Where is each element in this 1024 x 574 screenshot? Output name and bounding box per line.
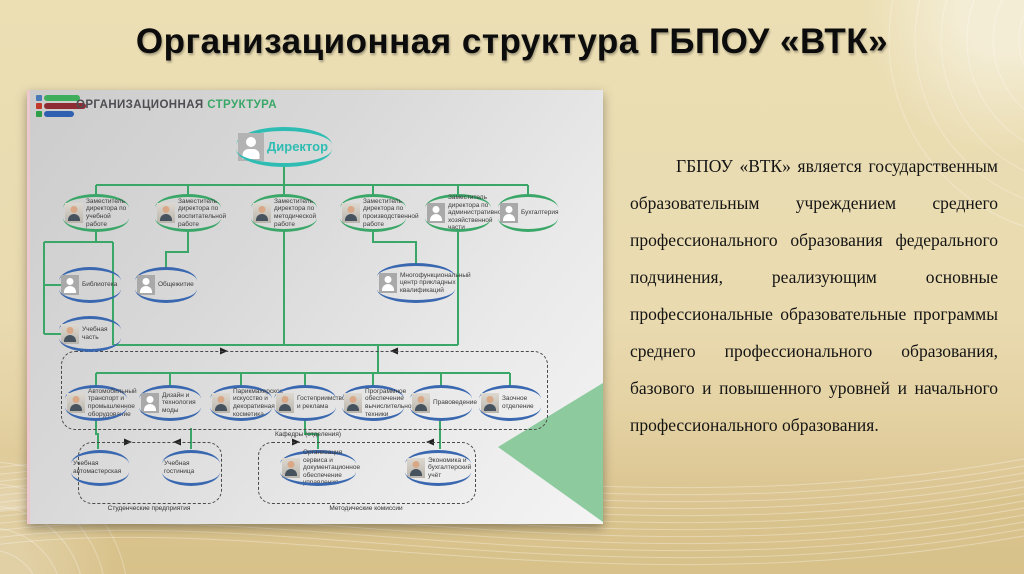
org-node-kaf-avto: Автомобильный транспорт и промышленное о…	[65, 385, 137, 421]
arc-bottom	[377, 289, 455, 303]
arc-bottom	[274, 407, 336, 421]
org-chart-title-word2: СТРУКТУРА	[207, 99, 277, 111]
org-chart-title-word1: ОРГАНИЗАЦИОННАЯ	[76, 99, 208, 111]
org-node-kaf-po: Программное обеспечение вычислительной т…	[342, 385, 415, 421]
page-title: Организационная структура ГБПОУ «ВТК»	[135, 22, 889, 61]
org-node-kaf-pravo: Правоведение	[410, 385, 477, 421]
arc-bottom	[342, 407, 404, 421]
org-node-dep-metod: Заместитель директора по методической ра…	[251, 194, 317, 232]
org-node-mfc: Многофункциональный центр прикладных ква…	[377, 263, 471, 303]
org-chart-legend	[36, 95, 86, 119]
group-label: Методические комиссии	[329, 505, 403, 512]
org-node-dep-uchebnaya: Заместитель директора по учебной работе	[63, 194, 129, 232]
org-node-sp-gostinica: Учебная гостиница	[162, 450, 220, 486]
group-label: Кафедры (отделения)	[274, 431, 342, 438]
arc-bottom	[59, 289, 121, 303]
arc-bottom	[155, 218, 221, 232]
arc-top	[377, 263, 455, 277]
arc-top	[498, 194, 558, 208]
org-chart-title: ОРГАНИЗАЦИОННАЯ СТРУКТУРА	[76, 99, 277, 111]
person-icon	[379, 273, 397, 293]
arc-top	[342, 385, 404, 399]
org-node-mk-servis: Организация сервиса и документационное о…	[280, 449, 360, 486]
arc-bottom	[162, 472, 220, 486]
group-label: Студенческие предприятия	[107, 505, 191, 512]
arc-bottom	[59, 338, 121, 352]
group-box	[61, 351, 548, 430]
org-node-buhgalteria: Бухгалтерия	[498, 194, 559, 232]
org-node-dep-admin: Заместитель директора по административно…	[425, 194, 503, 232]
org-node-dep-vospit: Заместитель директора по воспитательной …	[155, 194, 226, 232]
arc-top	[65, 385, 127, 399]
arc-top	[280, 450, 356, 464]
arc-top	[405, 450, 471, 464]
arc-top	[63, 194, 129, 208]
arc-bottom	[251, 218, 317, 232]
arc-top	[274, 385, 336, 399]
arc-top	[251, 194, 317, 208]
org-node-kaf-zaochnoe: Заочное отделение	[479, 385, 541, 421]
legend-badge-blue	[36, 111, 86, 117]
legend-badge-green	[36, 95, 86, 101]
arc-top	[155, 194, 221, 208]
group-box	[258, 442, 476, 504]
arc-bottom	[498, 218, 558, 232]
legend-badge-blue-pill	[44, 111, 74, 117]
arc-top	[59, 267, 121, 281]
arc-top	[425, 194, 491, 208]
arc-bottom	[63, 218, 129, 232]
arc-bottom	[340, 218, 406, 232]
arc-bottom	[405, 472, 471, 486]
arc-top	[479, 385, 541, 399]
legend-badge-red-icon	[36, 103, 42, 109]
org-node-sp-avtomasterskaya: Учебная автомастерская	[71, 450, 129, 486]
arc-bottom	[236, 149, 332, 167]
arc-bottom	[425, 218, 491, 232]
org-node-uchebnaya-chast: Учебная часть	[59, 316, 121, 352]
arc-bottom	[71, 472, 129, 486]
org-node-label: Библиотека	[82, 281, 118, 289]
org-chart-canvas: Кафедры (отделения) Студенческие предприя…	[30, 90, 603, 524]
legend-badge-green-pill	[44, 95, 80, 101]
org-node-dep-proizv: Заместитель директора по производственно…	[340, 194, 419, 232]
legend-badge-green-icon	[36, 95, 42, 101]
arc-top	[340, 194, 406, 208]
arc-bottom	[135, 289, 197, 303]
org-node-label: Правоведение	[433, 399, 477, 407]
arc-bottom	[280, 472, 356, 486]
legend-badge-blue-icon	[36, 111, 42, 117]
arc-top	[210, 385, 272, 399]
org-node-mk-ekonomika: Экономика и бухгалтерский учёт	[405, 450, 471, 486]
org-node-kaf-parikmaher: Парикмахерское искусство и декоративная …	[210, 385, 283, 421]
arc-top	[162, 450, 220, 464]
org-node-biblioteka: Библиотека	[59, 267, 121, 303]
org-node-kaf-gostepriimstvo: Гостеприимство и реклама	[274, 385, 346, 421]
org-node-label: Общежитие	[158, 281, 194, 289]
legend-badge-red	[36, 103, 86, 109]
org-chart-panel: ОРГАНИЗАЦИОННАЯ СТРУКТУРА Кафедры (отдел…	[27, 90, 603, 524]
arc-top	[71, 450, 129, 464]
org-node-label: Бухгалтерия	[521, 209, 559, 217]
arc-top	[236, 127, 332, 145]
arc-bottom	[479, 407, 541, 421]
arc-top	[135, 267, 197, 281]
arc-bottom	[410, 407, 472, 421]
org-node-kaf-dizain: Дизайн и технология моды	[139, 385, 201, 421]
legend-badge-red-pill	[44, 103, 86, 109]
description-text: ГБПОУ «ВТК» является государственным обр…	[630, 156, 998, 435]
arc-bottom	[210, 407, 272, 421]
org-node-director: Директор	[236, 127, 332, 167]
arc-top	[410, 385, 472, 399]
arc-top	[139, 385, 201, 399]
org-node-obshezhitie: Общежитие	[135, 267, 197, 303]
green-triangle-decoration	[498, 383, 603, 522]
arc-bottom	[65, 407, 127, 421]
arc-top	[59, 316, 121, 330]
arc-bottom	[139, 407, 201, 421]
